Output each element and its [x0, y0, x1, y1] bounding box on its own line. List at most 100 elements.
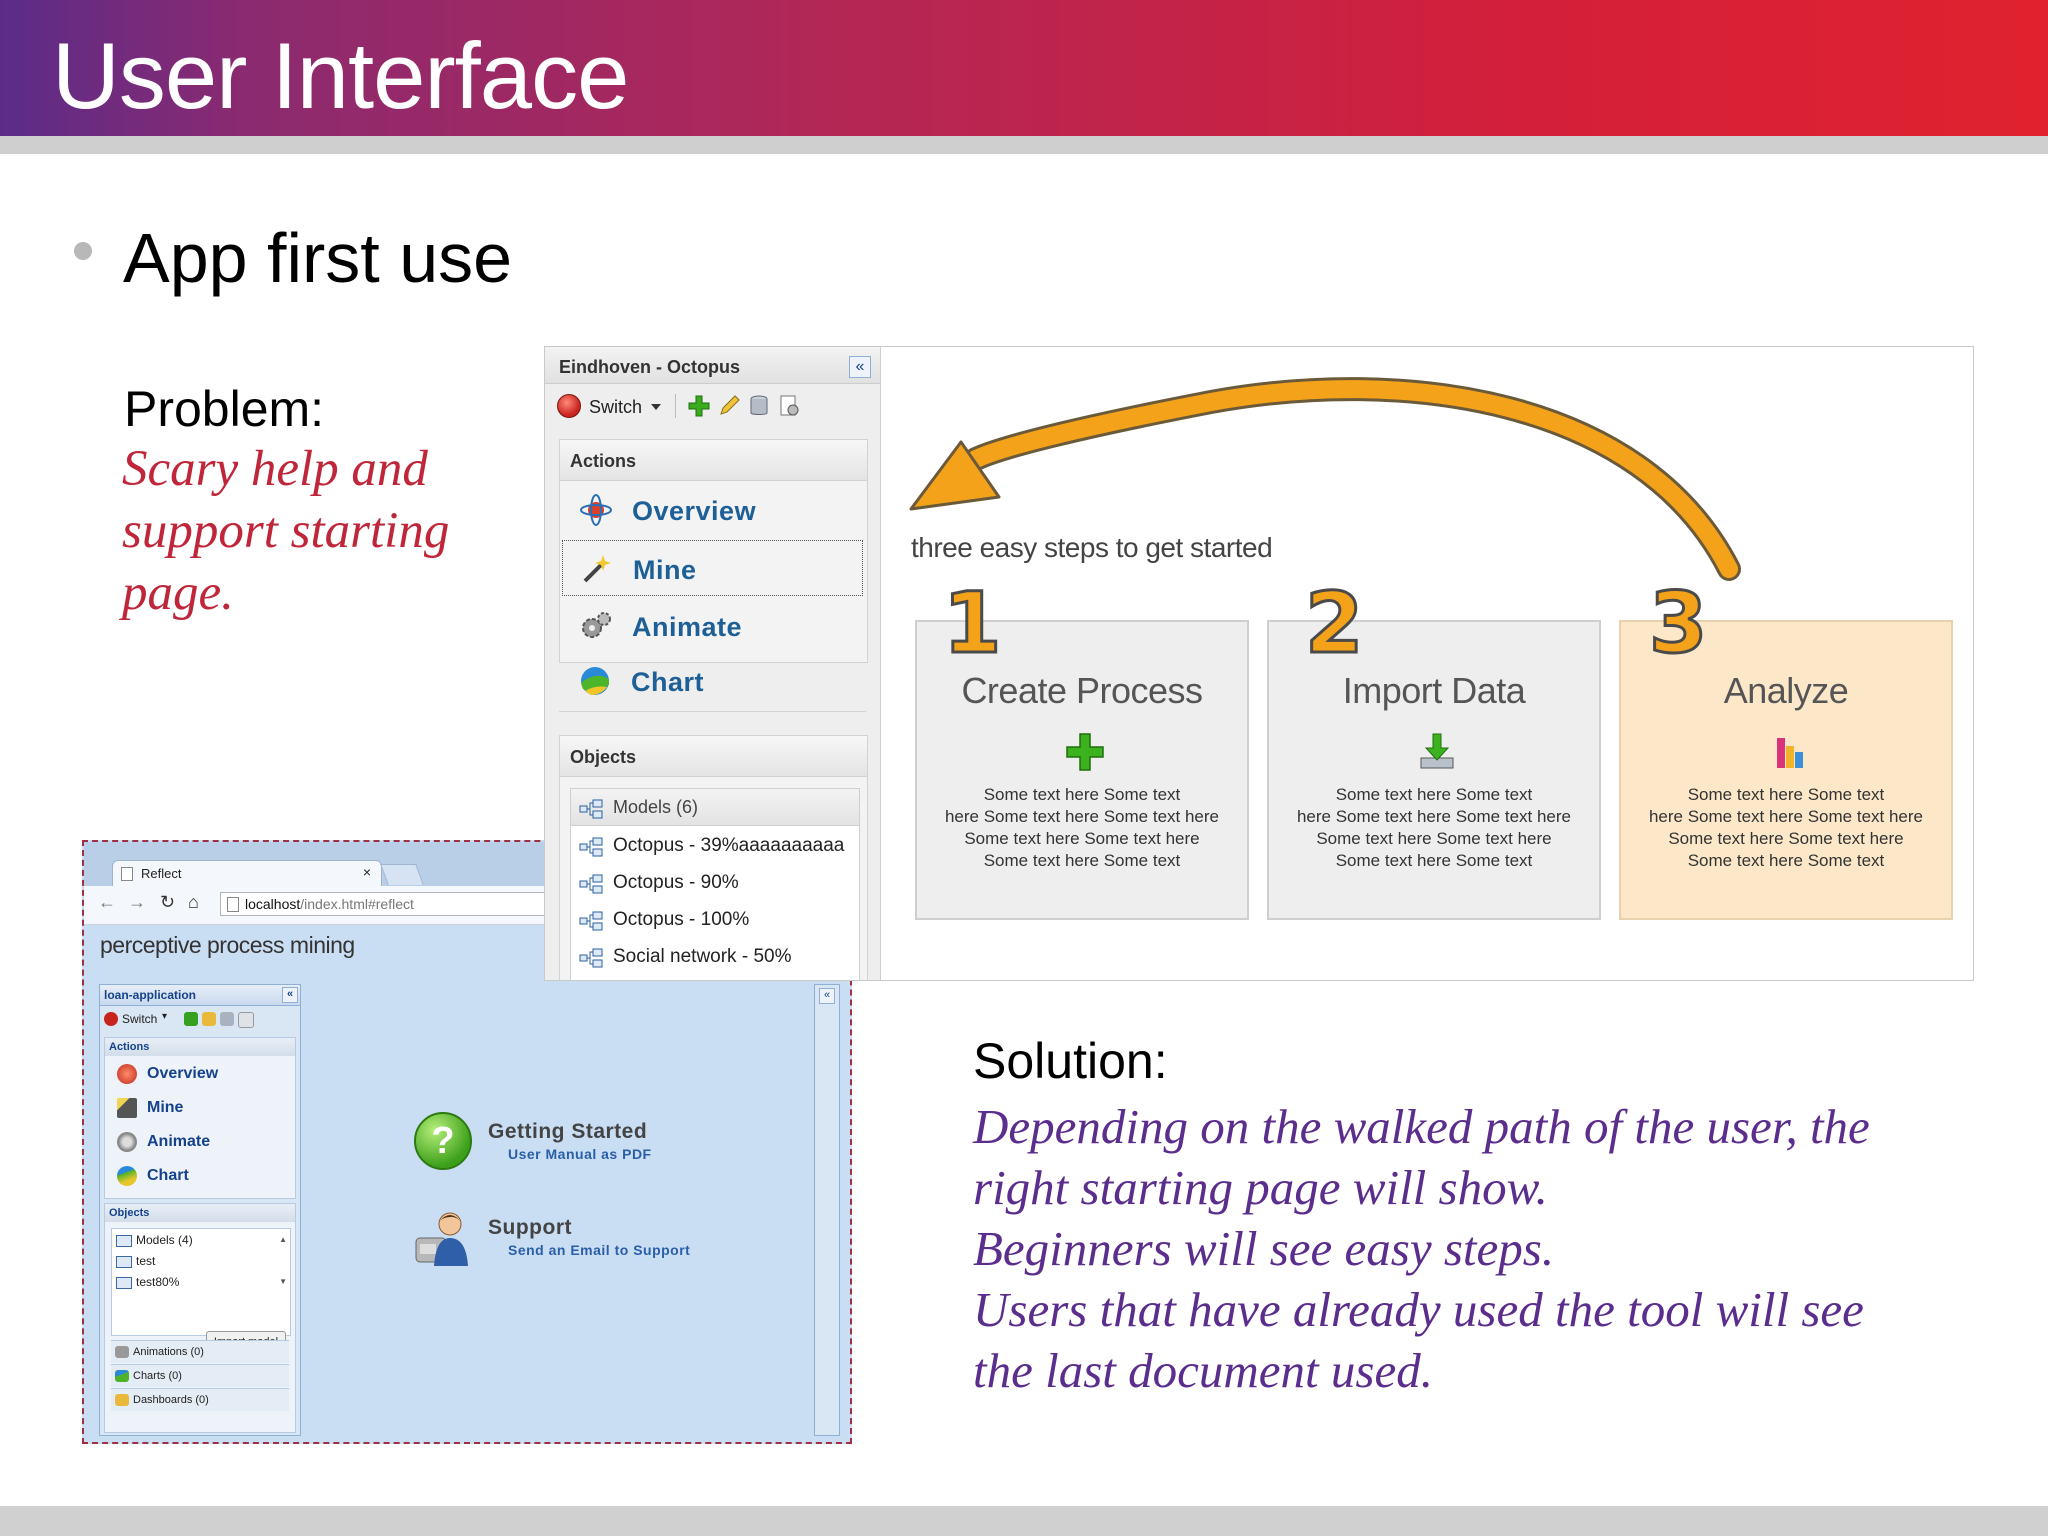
chevron-down-icon: ▾: [162, 1011, 168, 1022]
home-icon[interactable]: ⌂: [188, 892, 199, 912]
model-icon: [116, 1277, 132, 1289]
atom-icon: [117, 1064, 137, 1084]
pencil-icon[interactable]: [202, 1012, 216, 1026]
settings-doc-icon[interactable]: [777, 394, 801, 418]
help-links: ? Getting Started User Manual as PDF Sup…: [412, 1112, 772, 1312]
step-title: Create Process: [961, 670, 1203, 711]
page-icon: [121, 867, 133, 881]
step-title: Import Data: [1342, 670, 1526, 711]
action-animate[interactable]: Animate: [562, 598, 863, 654]
globe-chart-icon: [581, 667, 609, 695]
project-title: Eindhoven - Octopus: [559, 357, 741, 377]
header-band: [0, 0, 2048, 136]
switch-button[interactable]: Switch: [589, 397, 643, 417]
plus-icon: [1066, 733, 1104, 771]
switch-button[interactable]: Switch: [122, 1012, 158, 1026]
collapse-icon[interactable]: «: [282, 987, 298, 1003]
collapse-icon[interactable]: «: [819, 988, 835, 1004]
magic-wand-icon: [117, 1098, 137, 1118]
gears-icon: [117, 1132, 137, 1152]
app-title: perceptive process mining: [100, 932, 355, 958]
database-icon[interactable]: [220, 1012, 234, 1026]
actions-section: Actions Overview Mine: [559, 439, 868, 663]
pencil-icon[interactable]: [717, 394, 741, 418]
objects-header: Objects: [560, 736, 867, 777]
globe-chart-icon: [115, 1370, 129, 1382]
import-icon: [1420, 733, 1454, 769]
problem-label: Problem:: [124, 381, 325, 437]
getting-started-link[interactable]: ? Getting Started User Manual as PDF: [412, 1112, 772, 1172]
url-path: /index.html#reflect: [300, 896, 414, 912]
side-panel: loan-application « Switch ▾ Actions Over…: [99, 984, 301, 1436]
scroll-down-icon[interactable]: ▼: [279, 1277, 287, 1286]
accordion-charts[interactable]: Charts (0): [111, 1364, 289, 1387]
step-card-create-process[interactable]: 1 Create Process Some text here Some tex…: [915, 573, 1249, 920]
new-tab-button[interactable]: [380, 864, 424, 885]
main-panel: «: [814, 984, 840, 1436]
step-number: 1: [941, 573, 1002, 674]
gears-icon: [115, 1346, 129, 1358]
section-divider: [559, 711, 866, 712]
reload-icon[interactable]: ↻: [160, 892, 176, 912]
question-icon: ?: [414, 1112, 472, 1170]
slide-title: User Interface: [52, 23, 629, 128]
accordion-dashboards[interactable]: Dashboards (0): [111, 1388, 289, 1411]
objects-section: Objects Models (4) test test80% ▲ ▼ Impo…: [104, 1203, 296, 1433]
settings-doc-icon[interactable]: [238, 1012, 254, 1028]
panel-toolbar: Switch ▾: [100, 1006, 300, 1032]
scroll-up-icon[interactable]: ▲: [279, 1235, 287, 1244]
models-header[interactable]: Models (6): [571, 789, 859, 826]
switch-icon[interactable]: [104, 1012, 118, 1026]
support-agent-icon: [415, 1212, 468, 1266]
support-link[interactable]: Support Send an Email to Support: [412, 1208, 772, 1268]
chevron-down-icon[interactable]: [651, 404, 661, 410]
plus-icon[interactable]: [687, 394, 711, 418]
atom-icon: [580, 494, 612, 526]
back-arrow-icon[interactable]: ←: [98, 892, 116, 912]
action-mine[interactable]: Mine: [562, 540, 863, 596]
actions-header: Actions: [105, 1038, 295, 1056]
plus-icon[interactable]: [184, 1012, 198, 1026]
panel-header: loan-application «: [100, 985, 300, 1006]
model-icon: [116, 1235, 132, 1247]
problem-text: Scary help and support starting page.: [122, 441, 450, 621]
bullet-dot: [74, 242, 92, 260]
solution-text: Depending on the walked path of the user…: [973, 1096, 2023, 1401]
steps-heading: three easy steps to get started: [911, 532, 1273, 563]
magic-wand-icon: [583, 555, 611, 583]
models-list: Models (4) test test80% ▲ ▼ Import model: [111, 1228, 291, 1353]
toolbar-divider: [675, 394, 676, 418]
objects-header: Objects: [105, 1204, 295, 1222]
database-icon[interactable]: [747, 394, 771, 418]
switch-icon[interactable]: [557, 394, 581, 418]
sidebar-header: Eindhoven - Octopus «: [545, 347, 880, 384]
accordion-animations[interactable]: Animations (0): [111, 1340, 289, 1363]
action-overview[interactable]: Overview: [562, 482, 863, 538]
bullet-text: App first use: [123, 219, 513, 297]
solution-line: Beginners will see easy steps.: [973, 1221, 1555, 1276]
action-chart[interactable]: Chart: [561, 653, 862, 709]
forward-arrow-icon[interactable]: →: [128, 892, 146, 912]
model-icon: [579, 874, 603, 894]
footer-band: [0, 1506, 2048, 1536]
step-number: 2: [1303, 573, 1364, 674]
gears-icon: [582, 612, 611, 638]
bar-chart-icon: [1777, 738, 1803, 768]
browser-tab[interactable]: Reflect ×: [112, 860, 382, 887]
curved-arrow-icon: [909, 377, 1741, 581]
model-icon: [579, 948, 603, 968]
actions-section: Actions Overview Mine Animate Chart: [104, 1037, 296, 1199]
collapse-icon[interactable]: «: [849, 356, 871, 378]
model-icon: [116, 1256, 132, 1268]
solution-line: the last document used.: [973, 1343, 1433, 1398]
step-number: 3: [1647, 573, 1708, 674]
models-list: Models (6) Octopus - 39%aaaaaaaaaa Octop…: [570, 788, 860, 980]
solution-line: right starting page will show.: [973, 1160, 1548, 1215]
objects-section: Objects Models (6) Octopus - 39%aaaaaaaa…: [559, 735, 868, 980]
header-divider: [0, 136, 2048, 154]
close-icon[interactable]: ×: [362, 864, 371, 880]
